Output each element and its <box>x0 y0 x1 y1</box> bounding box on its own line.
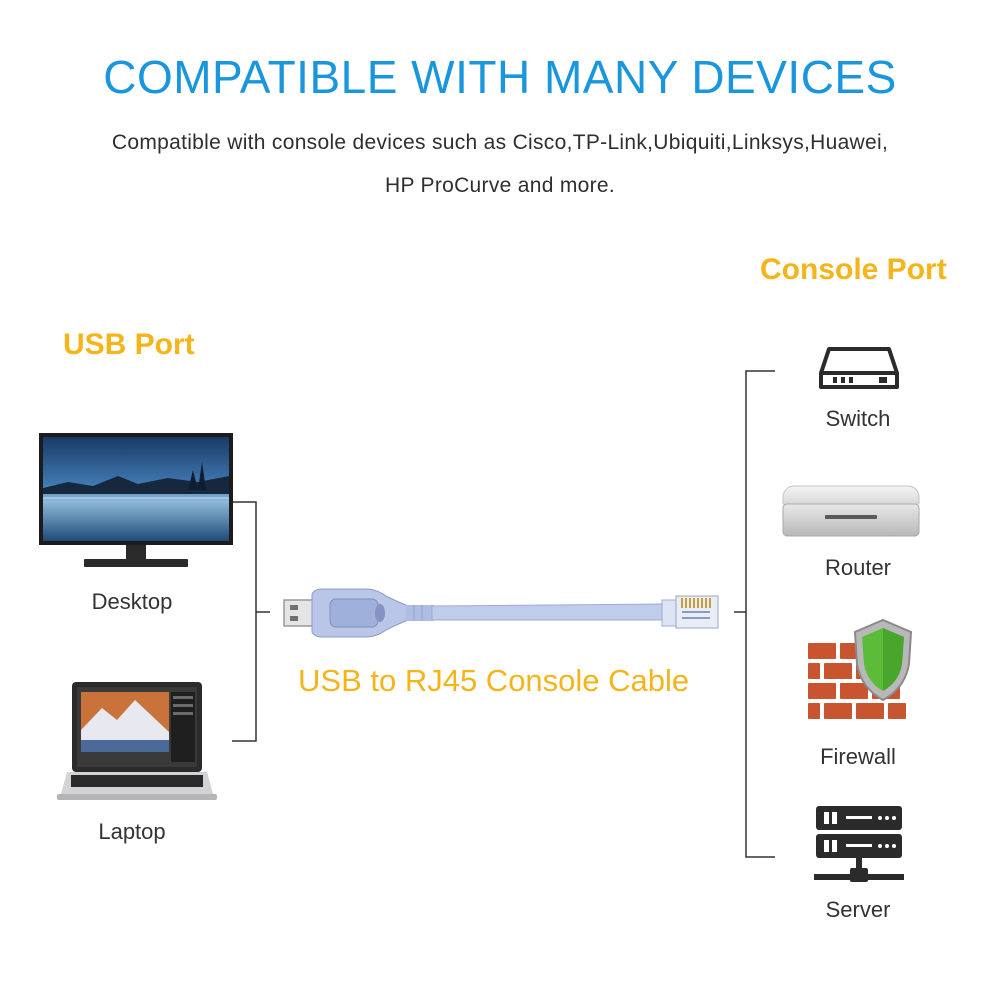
cable-label: USB to RJ45 Console Cable <box>298 663 690 698</box>
router-icon <box>782 485 920 537</box>
switch-label: Switch <box>825 406 891 431</box>
laptop-icon <box>57 682 217 800</box>
console-port-heading: Console Port <box>760 253 947 286</box>
server-label: Server <box>825 897 891 922</box>
usb-port-heading: USB Port <box>63 328 195 361</box>
desktop-label: Desktop <box>91 589 173 614</box>
desktop-icon <box>39 433 233 567</box>
subtitle-line-1: Compatible with console devices such as … <box>111 131 889 154</box>
server-icon <box>814 806 904 882</box>
firewall-label: Firewall <box>820 744 896 769</box>
router-label: Router <box>824 555 892 580</box>
laptop-label: Laptop <box>98 819 166 844</box>
firewall-icon <box>806 618 913 721</box>
cable-icon <box>283 588 719 638</box>
page-title: COMPATIBLE WITH MANY DEVICES <box>103 51 897 103</box>
subtitle-line-2: HP ProCurve and more. <box>384 174 615 197</box>
switch-icon <box>819 347 899 389</box>
